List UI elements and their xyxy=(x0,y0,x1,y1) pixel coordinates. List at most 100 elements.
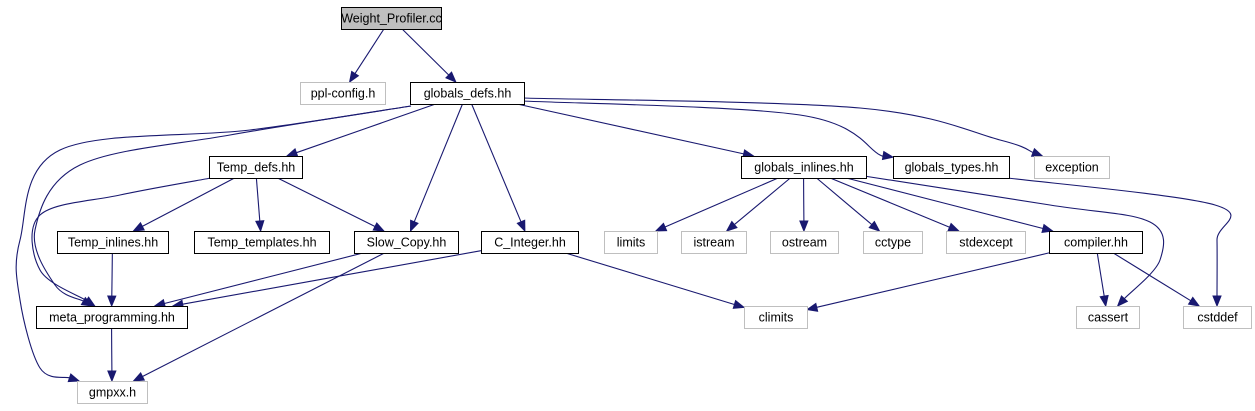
node-ostream: ostream xyxy=(770,231,839,254)
edge-line xyxy=(522,97,1034,154)
edge-n7-to-n17 xyxy=(107,252,117,308)
node-globals-inlines-hh[interactable]: globals_inlines.hh xyxy=(741,156,867,179)
edge-line xyxy=(142,177,235,227)
arrowhead-icon xyxy=(67,373,81,383)
arrowhead-icon xyxy=(107,295,117,308)
node-label: cassert xyxy=(1088,311,1129,325)
edge-n16-to-n19 xyxy=(1096,252,1109,308)
edge-n2-to-n10 xyxy=(471,103,526,233)
node-limits: limits xyxy=(604,231,658,254)
node-istream: istream xyxy=(681,231,747,254)
node-slow-copy-hh[interactable]: Slow_Copy.hh xyxy=(354,231,459,254)
edge-n4-to-n15 xyxy=(829,177,961,232)
node-temp-defs-hh[interactable]: Temp_defs.hh xyxy=(209,156,303,179)
edge-n10-to-n17 xyxy=(171,250,482,309)
node-box xyxy=(77,381,148,404)
dependency-nodes: Weight_Profiler.cc ppl-config.h globals_de… xyxy=(36,7,1252,404)
edge-n2-to-n6 xyxy=(522,97,1044,157)
edge-line xyxy=(734,177,791,226)
node-ppl-config-h: ppl-config.h xyxy=(300,82,386,105)
arrowhead-icon xyxy=(285,148,299,158)
edge-n2-to-n17 xyxy=(33,105,412,307)
node-globals-types-hh[interactable]: globals_types.hh xyxy=(893,156,1010,179)
edge-line xyxy=(664,177,779,228)
edge-line xyxy=(277,177,376,227)
node-box xyxy=(863,231,923,254)
arrowhead-icon xyxy=(732,299,746,309)
arrowhead-icon xyxy=(654,222,668,232)
node-box xyxy=(1076,306,1140,329)
edge-n3-to-n9 xyxy=(277,177,386,232)
arrowhead-icon xyxy=(868,220,881,232)
edge-n4-to-n13 xyxy=(799,177,809,233)
edge-n2-to-n9 xyxy=(409,103,464,233)
node-label: exception xyxy=(1045,161,1099,175)
node-label: Slow_Copy.hh xyxy=(367,236,447,250)
edge-n2-to-n21 xyxy=(15,105,412,383)
node-box xyxy=(341,7,442,30)
arrowhead-icon xyxy=(372,222,386,232)
node-gmpxx-h: gmpxx.h xyxy=(77,381,148,404)
node-cstddef: cstddef xyxy=(1183,306,1252,329)
arrowhead-icon xyxy=(1041,223,1054,233)
edge-n17-to-n21 xyxy=(107,327,117,383)
node-climits: climits xyxy=(744,306,808,329)
node-box xyxy=(1183,306,1252,329)
edge-line xyxy=(1096,252,1105,297)
arrowhead-icon xyxy=(132,372,146,382)
node-box xyxy=(481,231,579,254)
node-label: compiler.hh xyxy=(1064,236,1128,250)
dependency-edges xyxy=(15,28,1232,383)
edge-n4-to-n14 xyxy=(816,177,881,232)
edge-line xyxy=(816,177,873,226)
edge-n3-to-n7 xyxy=(132,177,235,232)
node-meta-programming-hh[interactable]: meta_programming.hh xyxy=(36,306,188,329)
node-temp-inlines-hh[interactable]: Temp_inlines.hh xyxy=(57,231,169,254)
edge-line xyxy=(354,28,385,74)
node-globals-defs-hh[interactable]: globals_defs.hh xyxy=(410,82,525,105)
arrowhead-icon xyxy=(348,70,360,84)
node-box xyxy=(209,156,303,179)
edge-line xyxy=(31,177,212,301)
edge-n0-to-n1 xyxy=(348,28,385,84)
node-label: Temp_defs.hh xyxy=(217,161,296,175)
node-label: ostream xyxy=(782,236,827,250)
node-weight-profiler-cc: Weight_Profiler.cc xyxy=(341,7,442,30)
node-label: Temp_templates.hh xyxy=(207,236,316,250)
edge-n4-to-n19 xyxy=(863,175,1165,307)
node-label: Weight_Profiler.cc xyxy=(341,12,442,26)
edge-n2-to-n5 xyxy=(522,100,895,161)
edge-line xyxy=(33,105,412,302)
edge-line xyxy=(15,105,412,379)
node-box xyxy=(1034,156,1110,179)
edge-n4-to-n16 xyxy=(846,177,1054,233)
edge-line xyxy=(471,103,522,223)
node-label: cctype xyxy=(875,236,911,250)
node-label: globals_defs.hh xyxy=(424,87,512,101)
edge-n16-to-n18 xyxy=(805,252,1050,312)
arrowhead-icon xyxy=(1099,294,1109,308)
node-temp-templates-hh[interactable]: Temp_templates.hh xyxy=(194,231,330,254)
node-box xyxy=(893,156,1010,179)
node-label: Temp_inlines.hh xyxy=(68,236,158,250)
edge-n3-to-n17 xyxy=(31,177,212,307)
edge-line xyxy=(522,100,888,159)
node-label: globals_types.hh xyxy=(905,161,999,175)
arrowhead-icon xyxy=(1212,295,1222,308)
node-label: ppl-config.h xyxy=(311,87,376,101)
node-cassert: cassert xyxy=(1076,306,1140,329)
arrowhead-icon xyxy=(83,296,96,307)
node-box xyxy=(946,231,1026,254)
arrowhead-icon xyxy=(1030,147,1044,157)
arrowhead-icon xyxy=(516,219,526,233)
node-c-integer-hh[interactable]: C_Integer.hh xyxy=(481,231,579,254)
node-label: stdexcept xyxy=(959,236,1013,250)
node-compiler-hh[interactable]: compiler.hh xyxy=(1049,231,1143,254)
edge-line xyxy=(863,175,1165,299)
node-label: globals_inlines.hh xyxy=(754,161,853,175)
arrowhead-icon xyxy=(725,220,738,232)
node-label: C_Integer.hh xyxy=(494,236,566,250)
edge-n10-to-n18 xyxy=(565,252,746,309)
node-label: limits xyxy=(617,236,645,250)
edge-line xyxy=(846,177,1044,230)
